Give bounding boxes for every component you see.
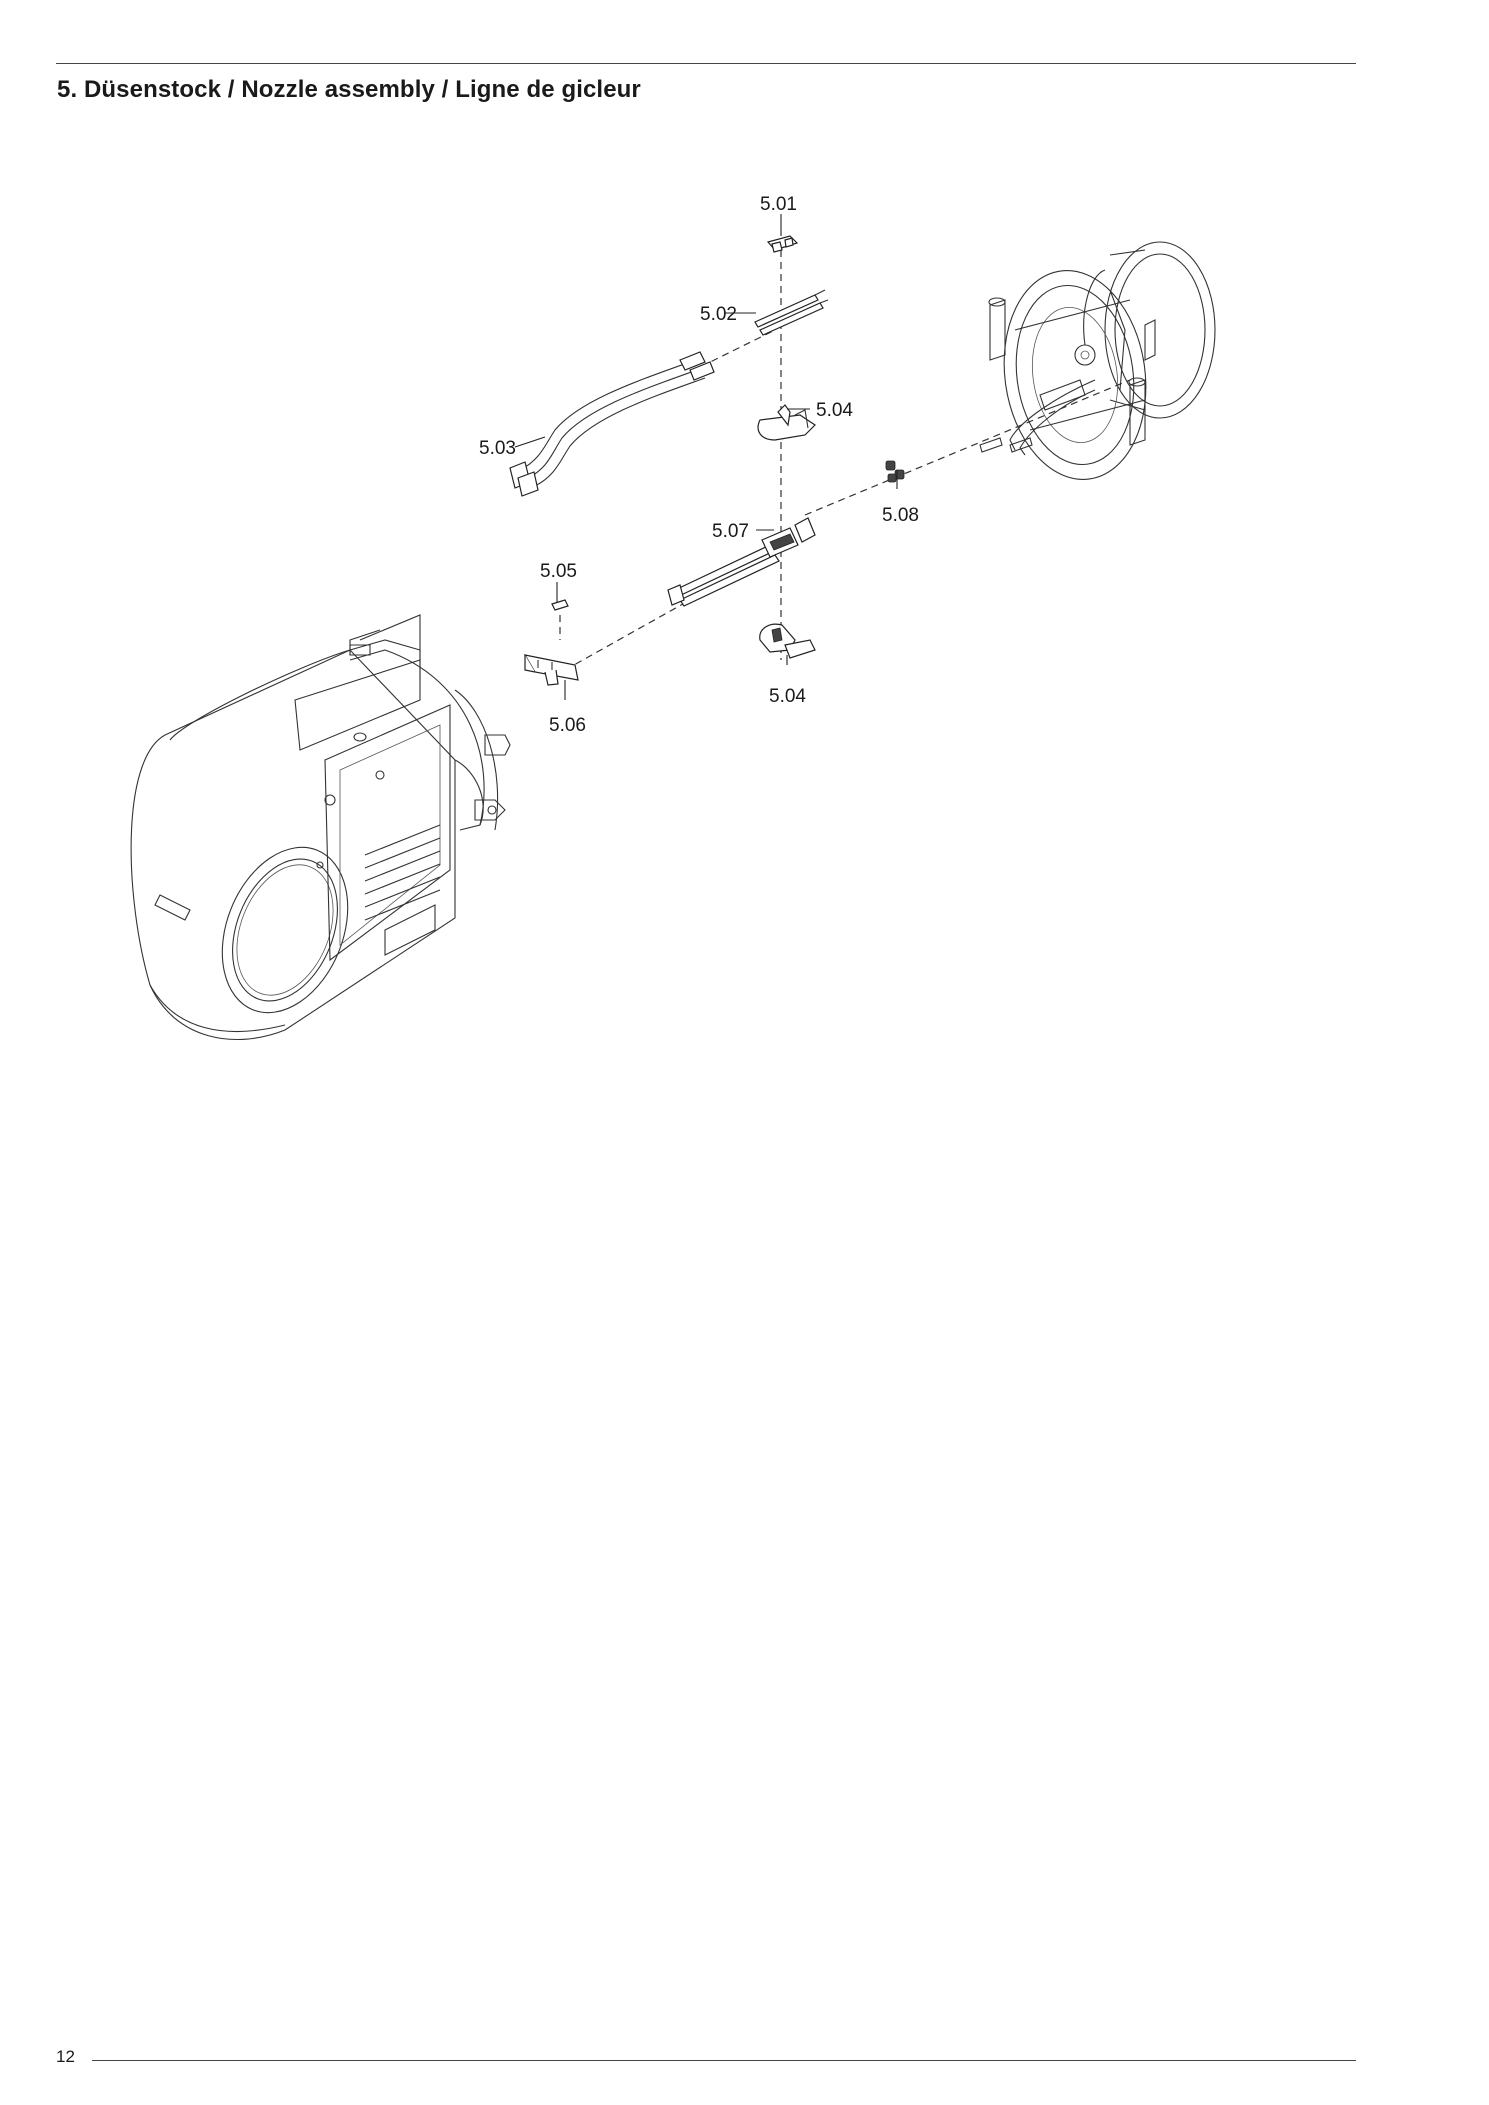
callout-5-01: 5.01 xyxy=(760,194,797,215)
callout-5-07: 5.07 xyxy=(712,521,749,542)
burner-head-assembly xyxy=(979,241,1216,480)
header-rule xyxy=(56,63,1356,64)
callout-5-06: 5.06 xyxy=(549,715,586,736)
part-5-03-ignition-cable xyxy=(509,351,715,497)
part-5-08-nozzles xyxy=(885,460,905,483)
leader-lines xyxy=(514,214,898,700)
part-5-06-holder xyxy=(523,654,579,686)
footer-rule xyxy=(92,2060,1356,2061)
callout-5-02: 5.02 xyxy=(700,304,737,325)
assembly-guide-lines xyxy=(559,250,1131,671)
part-5-01-clip xyxy=(766,235,799,253)
burner-housing xyxy=(130,614,511,1040)
callout-5-08: 5.08 xyxy=(882,505,919,526)
callout-5-04-lower: 5.04 xyxy=(769,686,806,707)
part-5-05-clip xyxy=(551,599,569,611)
part-5-07-nozzle-line xyxy=(667,517,816,607)
part-5-02-electrodes xyxy=(754,289,829,336)
part-5-04-bracket-upper xyxy=(757,404,816,441)
page-title: 5. Düsenstock / Nozzle assembly / Ligne … xyxy=(57,76,641,103)
page-number: 12 xyxy=(56,2047,75,2066)
callout-labels: 5.01 5.02 5.03 5.04 5.05 5.06 5.07 5.08 … xyxy=(479,194,919,736)
part-5-04-bracket-lower xyxy=(759,623,816,659)
callout-5-03: 5.03 xyxy=(479,438,516,459)
callout-5-04-upper: 5.04 xyxy=(816,400,853,421)
callout-5-05: 5.05 xyxy=(540,561,577,582)
